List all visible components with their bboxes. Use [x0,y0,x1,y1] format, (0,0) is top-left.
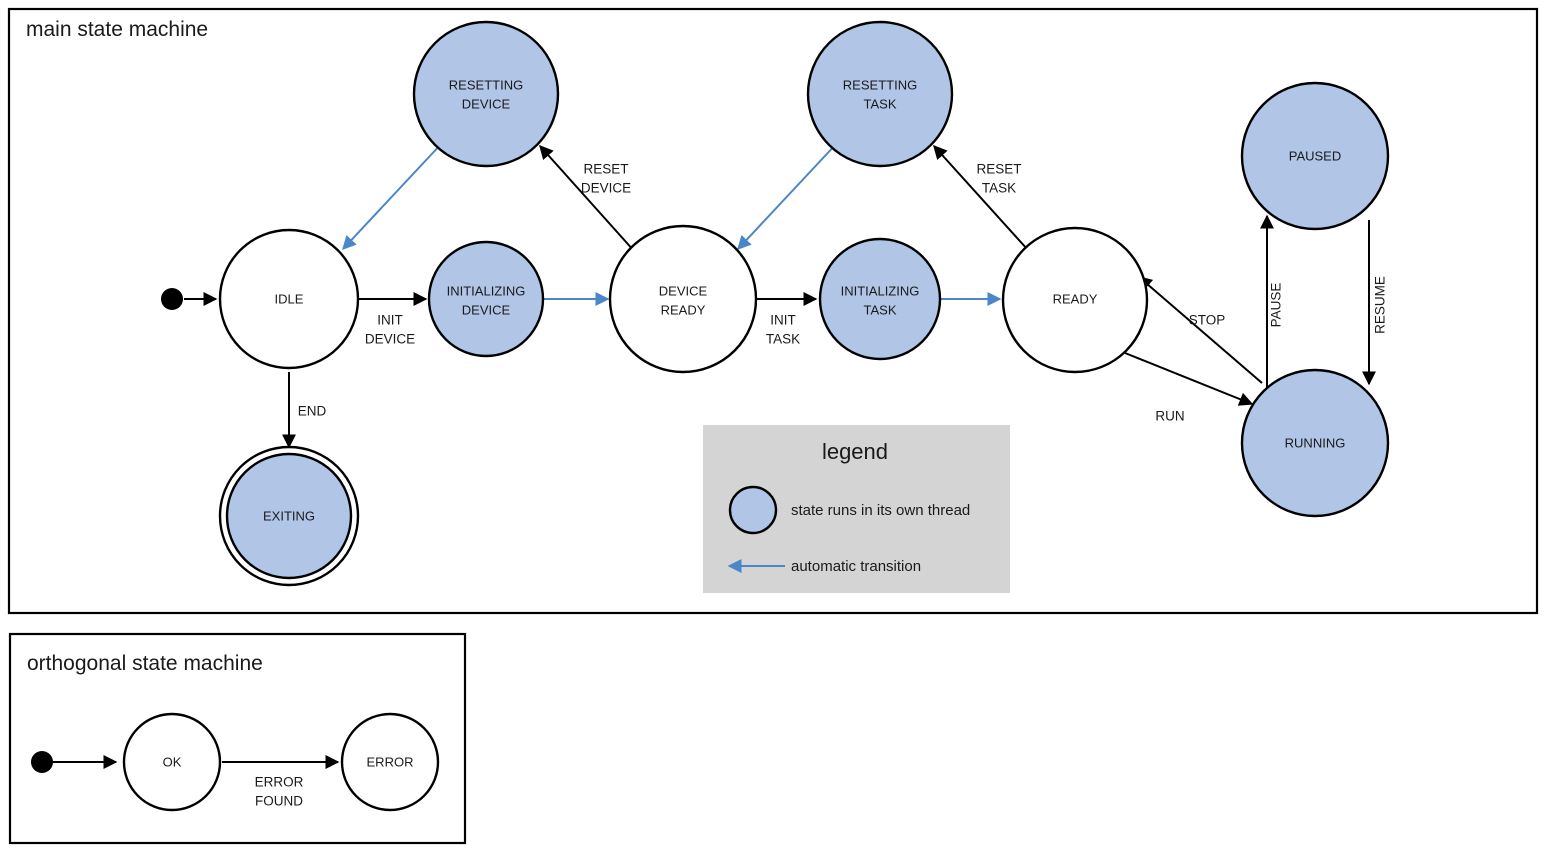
state-label-idle: IDLE [275,291,304,306]
state-circle-initializing-device [427,240,545,358]
state-circle-paused [1240,81,1390,231]
state-circle-device-ready [608,224,758,374]
main-frame-title: main state machine [26,18,208,41]
state-label-initializing-task-line1: INITIALIZING [841,283,920,298]
state-circle-exiting-inner [225,452,353,580]
main-state-machine-frame [7,7,1539,615]
edge-label-error-found-line2: FOUND [255,794,303,809]
edge-label-reset-task-line1: RESET [976,162,1021,177]
state-label-device-ready-line2: READY [661,302,706,317]
edge-ready-to-running [1124,352,1254,406]
state-circle-resetting-task [806,20,954,168]
edge-ready-to-resetting-task [933,144,1029,251]
edge-label-reset-device-line2: DEVICE [581,181,631,196]
state-circle-idle [218,228,360,370]
state-node-device-ready[interactable]: DEVICE READY [608,224,758,374]
state-circle-ok [122,712,222,812]
edge-label-init-device-line2: DEVICE [365,332,415,347]
state-label-exiting: EXITING [263,508,315,523]
state-label-resetting-device-line1: RESETTING [449,77,523,92]
state-label-resetting-task-line1: RESETTING [843,77,917,92]
state-circle-exiting-outer [218,445,360,587]
state-circle-ready [1001,226,1149,374]
state-label-initializing-device-line1: INITIALIZING [447,283,526,298]
state-label-ready: READY [1053,291,1098,306]
edge-label-error-found-line1: ERROR [255,775,304,790]
legend: legend state runs in its own thread auto… [703,425,1010,593]
orthogonal-initial-state-dot [31,751,53,773]
state-label-resetting-device-line2: DEVICE [462,96,511,111]
state-label-initializing-task-line2: TASK [864,302,897,317]
state-node-resetting-task[interactable]: RESETTING TASK [806,20,954,168]
orthogonal-frame-title: orthogonal state machine [27,652,263,675]
edge-label-pause: PAUSE [1269,283,1284,328]
state-node-resetting-device[interactable]: RESETTING DEVICE [412,20,560,168]
state-label-running: RUNNING [1285,435,1346,450]
state-label-paused: PAUSED [1289,148,1342,163]
legend-thread-swatch-icon [728,485,778,535]
edge-label-reset-device-line1: RESET [583,162,628,177]
state-node-ready[interactable]: READY [1001,226,1149,374]
state-circle-initializing-task [818,237,942,361]
state-circle-error [340,712,440,812]
state-circle-resetting-device [412,20,560,168]
initial-state-dot [161,288,183,310]
state-node-idle[interactable]: IDLE [218,228,360,370]
edge-label-resume: RESUME [1373,276,1388,334]
state-circle-running [1240,368,1390,518]
state-node-error[interactable]: ERROR [340,712,440,812]
state-label-error: ERROR [367,754,414,769]
state-node-ok[interactable]: OK [122,712,222,812]
state-label-ok: OK [163,754,182,769]
edge-resetting-device-to-idle [342,141,444,251]
legend-thread-text: state runs in its own thread [791,502,970,519]
edge-label-init-task-line1: INIT [770,313,796,328]
edge-resetting-task-to-device-ready [737,141,839,251]
legend-auto-text: automatic transition [791,558,921,575]
state-label-resetting-task-line2: TASK [864,96,897,111]
edge-label-stop: STOP [1189,313,1226,328]
state-node-paused[interactable]: PAUSED [1240,81,1390,231]
edge-label-init-task-line2: TASK [766,332,800,347]
edge-device-ready-to-resetting-device [539,144,636,253]
orthogonal-state-machine-frame [8,632,467,845]
state-node-running[interactable]: RUNNING [1240,368,1390,518]
edge-label-reset-task-line2: TASK [982,181,1016,196]
edge-label-end: END [298,404,327,419]
state-node-initializing-task[interactable]: INITIALIZING TASK [818,237,942,361]
edge-label-init-device-line1: INIT [377,313,403,328]
state-label-initializing-device-line2: DEVICE [462,302,511,317]
state-label-device-ready-line1: DEVICE [659,283,708,298]
state-node-exiting[interactable]: EXITING [218,445,360,587]
edge-label-run: RUN [1155,409,1184,424]
state-node-initializing-device[interactable]: INITIALIZING DEVICE [427,240,545,358]
legend-title: legend [822,439,888,464]
edge-running-to-ready [1137,276,1263,384]
